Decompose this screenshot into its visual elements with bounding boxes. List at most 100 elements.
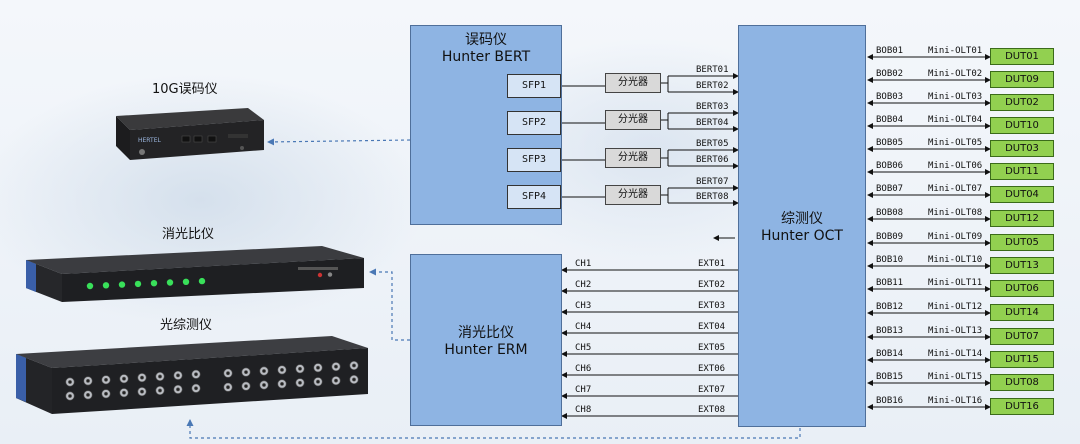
bnc-connector-core (298, 366, 302, 371)
sfp2-port: SFP2 (507, 111, 561, 135)
erm-device-caption: 消光比仪 (162, 227, 215, 242)
bnc-connector-core (104, 377, 108, 382)
dut-box: DUT09 (990, 71, 1054, 88)
olt-label: Mini-OLT15 (928, 372, 983, 382)
ext-link-label: EXT04 (698, 322, 726, 332)
erm-channel-label: CH8 (575, 405, 592, 415)
bnc-connector-core (194, 372, 198, 377)
bob-label: BOB11 (876, 278, 904, 288)
bob-label: BOB13 (876, 326, 904, 336)
oct-box: 综测仪 Hunter OCT (738, 25, 866, 427)
oct-device-caption: 光综测仪 (160, 318, 213, 333)
olt-label: Mini-OLT06 (928, 161, 983, 171)
erm-box: 消光比仪 Hunter ERM (410, 254, 562, 426)
bnc-connector-core (86, 393, 90, 397)
bob-label: BOB01 (876, 46, 904, 56)
bnc-connector-core (262, 369, 266, 373)
splitter-2: 分光器 (605, 110, 661, 130)
bnc-connector-core (158, 374, 162, 379)
splitter-4: 分光器 (605, 185, 661, 205)
bnc-connector-core (244, 384, 248, 389)
bob-label: BOB02 (876, 69, 904, 79)
bnc-connector-core (176, 373, 180, 378)
ext-link-label: EXT05 (698, 343, 726, 353)
oct-title-en: Hunter OCT (761, 228, 843, 244)
dut-box: DUT11 (990, 163, 1054, 180)
bnc-connector-core (176, 387, 180, 392)
bnc-connector-core (104, 391, 108, 396)
ext-link-label: EXT08 (698, 405, 726, 415)
bnc-connector-core (352, 363, 356, 368)
erm-channel-label: CH1 (575, 259, 592, 269)
bnc-connector-core (244, 370, 248, 375)
erm-channel-label: CH6 (575, 364, 592, 374)
bert-link-label: BERT02 (696, 81, 729, 91)
bob-label: BOB09 (876, 232, 904, 242)
olt-label: Mini-OLT13 (928, 326, 983, 336)
ext-link-label: EXT06 (698, 364, 726, 374)
bnc-connector-core (68, 394, 72, 398)
bob-label: BOB15 (876, 372, 904, 382)
olt-label: Mini-OLT09 (928, 232, 983, 242)
bob-label: BOB07 (876, 184, 904, 194)
olt-label: Mini-OLT07 (928, 184, 983, 194)
bob-label: BOB14 (876, 349, 904, 359)
erm-title-en: Hunter ERM (444, 342, 528, 358)
bert-link-label: BERT07 (696, 177, 729, 187)
bert-link-label: BERT04 (696, 118, 729, 128)
bnc-connector-core (262, 383, 266, 387)
bnc-connector-core (352, 377, 356, 382)
bert-link-label: BERT05 (696, 139, 729, 149)
dut-box: DUT16 (990, 398, 1054, 415)
bert-device-caption: 10G误码仪 (152, 82, 218, 97)
bnc-connector-core (140, 375, 144, 380)
olt-label: Mini-OLT11 (928, 278, 983, 288)
bob-label: BOB05 (876, 138, 904, 148)
dut-box: DUT14 (990, 304, 1054, 321)
sfp1-port: SFP1 (507, 74, 561, 98)
dut-box: DUT04 (990, 186, 1054, 203)
erm-channel-label: CH5 (575, 343, 592, 353)
erm-channel-label: CH3 (575, 301, 592, 311)
dut-box: DUT06 (990, 280, 1054, 297)
splitter-1: 分光器 (605, 73, 661, 93)
bob-label: BOB03 (876, 92, 904, 102)
bnc-connector-core (68, 380, 72, 384)
bnc-connector-core (334, 364, 338, 369)
bnc-connector-core (122, 390, 126, 395)
sfp4-port: SFP4 (507, 185, 561, 209)
bert-device-image: HERTEL (116, 108, 264, 160)
olt-label: Mini-OLT08 (928, 208, 983, 218)
dut-box: DUT13 (990, 257, 1054, 274)
bnc-connector-core (226, 371, 230, 376)
bert-link-label: BERT03 (696, 102, 729, 112)
dut-box: DUT05 (990, 234, 1054, 251)
bnc-connector-core (280, 382, 284, 386)
olt-label: Mini-OLT05 (928, 138, 983, 148)
bnc-connector-core (316, 365, 320, 370)
erm-channel-label: CH2 (575, 280, 592, 290)
bert-link-label: BERT01 (696, 65, 729, 75)
bob-label: BOB04 (876, 115, 904, 125)
bnc-connector-core (86, 379, 90, 383)
bert-link-label: BERT06 (696, 155, 729, 165)
sfp3-port: SFP3 (507, 148, 561, 172)
dut-box: DUT12 (990, 210, 1054, 227)
bob-label: BOB06 (876, 161, 904, 171)
ext-link-label: EXT03 (698, 301, 726, 311)
bob-label: BOB12 (876, 302, 904, 312)
bnc-connector-core (280, 368, 284, 372)
erm-device-image (26, 246, 364, 302)
olt-label: Mini-OLT10 (928, 255, 983, 265)
bert-link-label: BERT08 (696, 192, 729, 202)
erm-title-cn: 消光比仪 (458, 325, 514, 341)
ext-link-label: EXT01 (698, 259, 726, 269)
dut-box: DUT02 (990, 94, 1054, 111)
bob-label: BOB16 (876, 396, 904, 406)
bnc-connector-core (194, 386, 198, 391)
erm-channel-label: CH4 (575, 322, 592, 332)
olt-label: Mini-OLT02 (928, 69, 983, 79)
ext-link-label: EXT02 (698, 280, 726, 290)
splitter-3: 分光器 (605, 148, 661, 168)
